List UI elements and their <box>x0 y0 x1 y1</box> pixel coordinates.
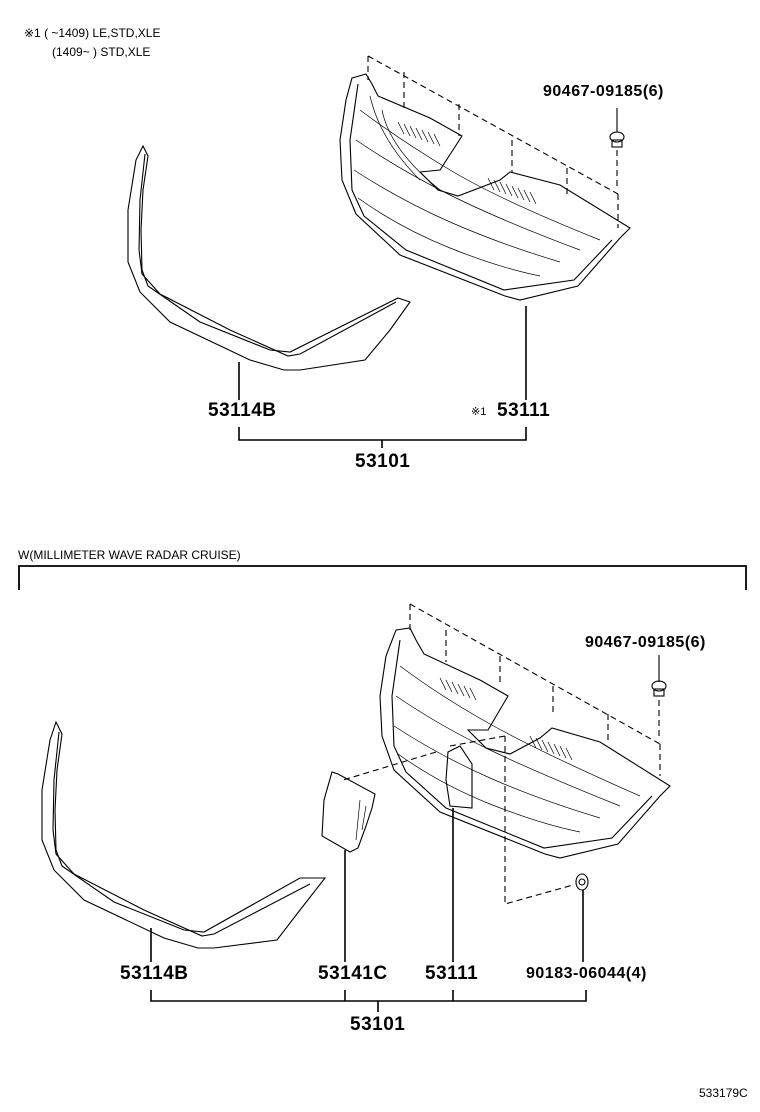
part-number-clip[interactable]: 90467-09185(6) <box>585 634 706 651</box>
clip-fastener-icon <box>609 108 625 186</box>
section-title-radar-cruise: W(MILLIMETER WAVE RADAR CRUISE) <box>18 548 241 562</box>
clip-fastener-icon <box>651 655 667 736</box>
grille-footnote-marker: ※1 <box>471 406 487 418</box>
part-number-grille[interactable]: 53111 <box>425 963 479 984</box>
grille-molding-drawing <box>127 144 411 371</box>
part-number-molding[interactable]: 53114B <box>208 400 277 421</box>
radiator-grille-drawing <box>339 73 631 301</box>
applicability-note-2: (1409~ ) STD,XLE <box>52 45 151 59</box>
illustration-code: 533179C <box>699 1086 748 1100</box>
nut-fastener-icon <box>575 873 589 891</box>
part-number-assembly[interactable]: 53101 <box>355 451 411 472</box>
grille-molding-drawing <box>41 720 327 949</box>
part-number-assembly[interactable]: 53101 <box>350 1014 406 1035</box>
part-number-nut[interactable]: 90183-06044(4) <box>526 965 647 982</box>
part-number-clip[interactable]: 90467-09185(6) <box>543 83 664 100</box>
part-number-molding[interactable]: 53114B <box>120 963 189 984</box>
part-number-emblem-cover[interactable]: 53141C <box>318 963 388 984</box>
radar-cover-drawing <box>321 771 376 853</box>
part-number-grille[interactable]: 53111 <box>497 400 551 421</box>
applicability-note-1: ※1 ( ~1409) LE,STD,XLE <box>24 26 161 40</box>
radiator-grille-drawing <box>379 627 671 859</box>
